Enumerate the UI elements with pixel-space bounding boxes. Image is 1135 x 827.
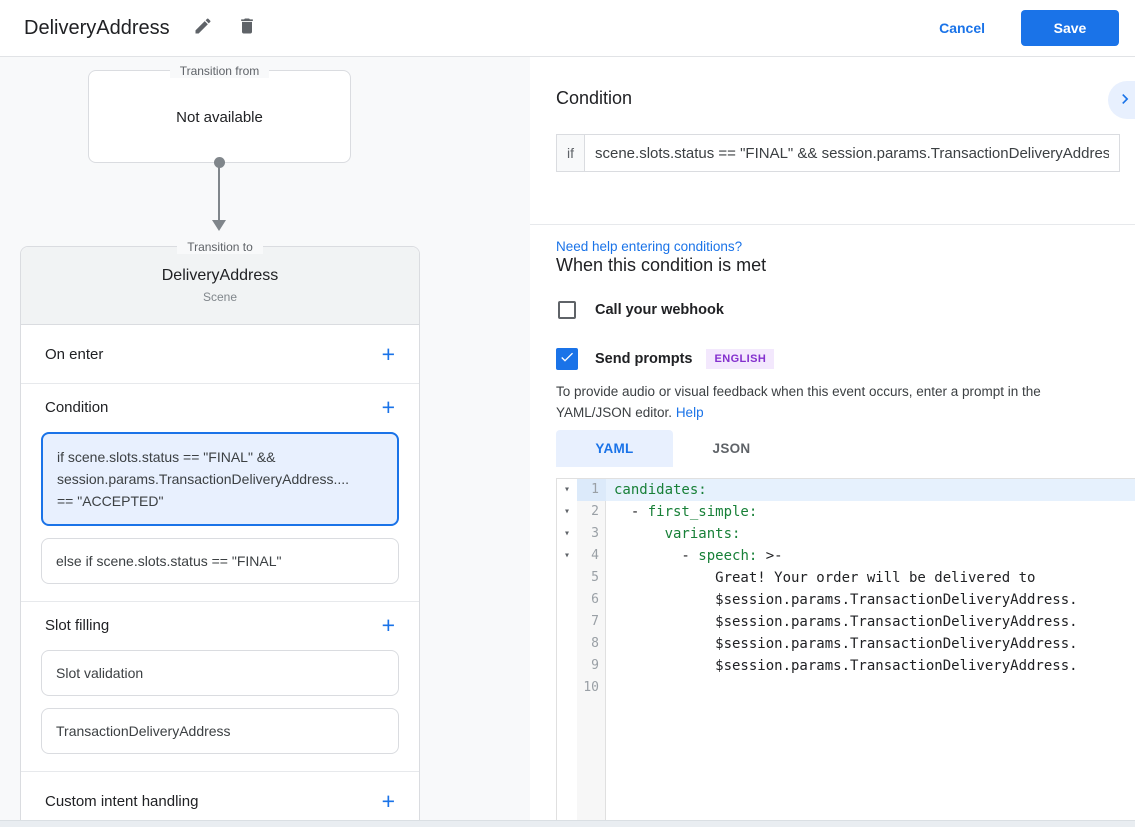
tab-json[interactable]: JSON bbox=[712, 441, 751, 456]
custom-intent-label: Custom intent handling bbox=[45, 792, 199, 810]
custom-intent-row: Custom intent handling + bbox=[21, 772, 419, 820]
line-number: 1 bbox=[577, 479, 606, 501]
condition-section-label: Condition bbox=[45, 398, 109, 416]
call-webhook-checkbox[interactable] bbox=[558, 301, 576, 319]
code-line[interactable]: ▾ 2 - first_simple: bbox=[557, 501, 1135, 523]
line-number: 10 bbox=[583, 680, 599, 695]
send-prompts-checkbox[interactable] bbox=[556, 348, 578, 370]
condition-expression-row: if bbox=[556, 134, 1120, 172]
connector-dot bbox=[214, 157, 225, 168]
fold-arrow-icon[interactable]: ▾ bbox=[563, 528, 571, 539]
save-button[interactable]: Save bbox=[1021, 10, 1119, 46]
prompt-description: To provide audio or visual feedback when… bbox=[556, 384, 1041, 420]
line-number: 5 bbox=[591, 570, 599, 585]
slot-validation-item[interactable]: Slot validation bbox=[41, 650, 399, 696]
code-line[interactable]: 5 Great! Your order will be delivered to bbox=[557, 567, 1135, 589]
if-prefix-label: if bbox=[556, 134, 584, 172]
when-condition-heading: When this condition is met bbox=[556, 255, 767, 275]
line-number: 8 bbox=[591, 636, 599, 651]
help-link[interactable]: Help bbox=[675, 405, 704, 420]
code-line[interactable]: ▾ 3 variants: bbox=[557, 523, 1135, 545]
fold-arrow-icon[interactable]: ▾ bbox=[563, 550, 571, 561]
on-enter-label: On enter bbox=[45, 345, 104, 363]
code-line[interactable]: ▾ 1 candidates: bbox=[557, 479, 1135, 501]
add-custom-intent-button[interactable]: + bbox=[381, 788, 395, 814]
top-header: DeliveryAddress Cancel Save bbox=[0, 0, 1135, 57]
chevron-right-icon bbox=[1115, 89, 1135, 112]
fold-arrow-icon[interactable]: ▾ bbox=[563, 484, 571, 495]
line-number: 2 bbox=[591, 504, 599, 519]
add-on-enter-button[interactable]: + bbox=[381, 341, 395, 367]
page-title: DeliveryAddress bbox=[24, 16, 170, 39]
slot-transaction-delivery-address-item[interactable]: TransactionDeliveryAddress bbox=[41, 708, 399, 754]
transition-from-value: Not available bbox=[176, 109, 263, 126]
edit-title-button[interactable] bbox=[192, 17, 214, 39]
connector-arrowhead-icon bbox=[212, 220, 226, 231]
transition-from-legend: Transition from bbox=[89, 62, 350, 80]
line-number: 6 bbox=[591, 592, 599, 607]
code-line[interactable]: 10 bbox=[557, 677, 1135, 699]
transition-to-legend: Transition to bbox=[21, 238, 419, 256]
condition-item-else[interactable]: else if scene.slots.status == "FINAL" bbox=[41, 538, 399, 584]
slot-filling-section: Slot filling + Slot validation Transacti… bbox=[21, 602, 419, 771]
add-condition-button[interactable]: + bbox=[381, 394, 395, 420]
tab-yaml[interactable]: YAML bbox=[556, 430, 673, 467]
condition-expression-input[interactable] bbox=[584, 134, 1120, 172]
line-number: 3 bbox=[591, 526, 599, 541]
delete-scene-button[interactable] bbox=[236, 17, 258, 39]
scene-name: DeliveryAddress bbox=[161, 267, 279, 284]
line-number-gutter bbox=[577, 479, 606, 820]
yaml-code-editor[interactable]: ▾ 1 candidates: ▾ 2 - first_simple: ▾ 3 … bbox=[556, 478, 1135, 820]
connector-line bbox=[218, 164, 220, 221]
fold-arrow-icon[interactable]: ▾ bbox=[563, 506, 571, 517]
condition-item-selected[interactable]: if scene.slots.status == "FINAL" && sess… bbox=[41, 432, 399, 526]
on-enter-row: On enter + bbox=[21, 325, 419, 383]
checkmark-icon bbox=[559, 349, 575, 370]
scene-type-label: Scene bbox=[202, 290, 238, 304]
line-number: 7 bbox=[591, 614, 599, 629]
transition-from-box: Transition from Not available bbox=[88, 64, 351, 163]
divider bbox=[21, 601, 419, 602]
horizontal-scrollbar-track[interactable] bbox=[0, 820, 1135, 827]
divider bbox=[21, 771, 419, 772]
pencil-icon bbox=[193, 16, 213, 41]
send-prompts-label: Send prompts bbox=[595, 351, 693, 367]
trash-icon bbox=[237, 16, 257, 41]
condition-help-link[interactable]: Need help entering conditions? bbox=[556, 239, 743, 254]
code-line[interactable]: ▾ 4 - speech: >- bbox=[557, 545, 1135, 567]
code-line[interactable]: 8 $session.params.TransactionDeliveryAdd… bbox=[557, 633, 1135, 655]
condition-detail-panel: Condition if Need help entering conditio… bbox=[530, 57, 1135, 820]
send-prompts-row[interactable]: Send prompts ENGLISH bbox=[556, 348, 775, 370]
condition-section: Condition + if scene.slots.status == "FI… bbox=[21, 384, 419, 601]
condition-heading: Condition bbox=[556, 88, 633, 108]
add-slot-button[interactable]: + bbox=[381, 612, 395, 638]
call-webhook-label: Call your webhook bbox=[595, 302, 724, 318]
divider bbox=[530, 224, 1135, 225]
code-line[interactable]: 9 $session.params.TransactionDeliveryAdd… bbox=[557, 655, 1135, 677]
slot-filling-label: Slot filling bbox=[45, 616, 110, 634]
line-number: 4 bbox=[591, 548, 599, 563]
line-number: 9 bbox=[591, 658, 599, 673]
scene-card-header: DeliveryAddress Scene bbox=[21, 247, 419, 325]
transition-to-card: Transition to DeliveryAddress Scene On e… bbox=[20, 240, 420, 820]
editor-format-tabs: YAML JSON bbox=[556, 430, 790, 467]
call-webhook-row[interactable]: Call your webhook bbox=[556, 299, 724, 321]
language-badge: ENGLISH bbox=[706, 349, 775, 369]
collapse-panel-button[interactable] bbox=[1108, 81, 1135, 119]
cancel-button[interactable]: Cancel bbox=[939, 20, 985, 36]
code-line[interactable]: 7 $session.params.TransactionDeliveryAdd… bbox=[557, 611, 1135, 633]
code-line[interactable]: 6 $session.params.TransactionDeliveryAdd… bbox=[557, 589, 1135, 611]
flow-panel: Transition from Not available Transition… bbox=[0, 57, 530, 820]
divider bbox=[21, 383, 419, 384]
